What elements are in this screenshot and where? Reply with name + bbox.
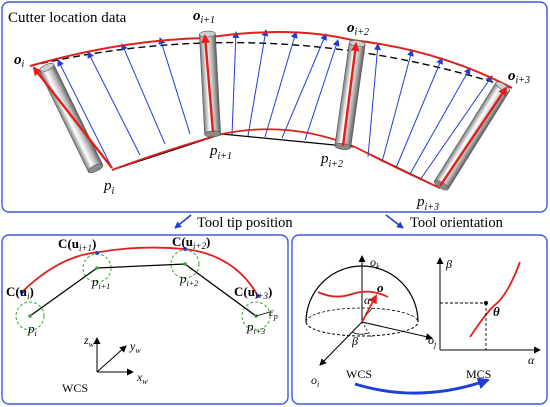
wcs-to-mcs-arrow xyxy=(354,377,490,395)
beta-arc xyxy=(351,331,369,335)
label-o-i-axis: oi xyxy=(311,373,319,389)
tool-orientation-curve-red xyxy=(29,30,513,89)
label-C-u-i: C(ui) xyxy=(6,284,34,301)
bottom-right-panel-frame xyxy=(291,234,548,405)
mcs-theta-point xyxy=(484,301,488,305)
label-z-w: zw xyxy=(83,333,95,349)
tool-tip-curve-red xyxy=(111,128,441,189)
mcs-orientation-curve xyxy=(469,261,521,338)
projection-line xyxy=(361,321,373,339)
label-o-j-axis: oj xyxy=(428,333,437,349)
label-o-k: ok xyxy=(370,255,380,271)
wcs-axes xyxy=(93,337,134,376)
orientation-curve-on-sphere xyxy=(317,290,389,298)
label-y-w: yw xyxy=(129,339,141,355)
arrow-to-tool-orientation xyxy=(385,214,404,229)
label-bl-p-i+2: pi+2 xyxy=(179,271,198,288)
fitted-curve-red xyxy=(21,246,259,297)
tool-tip-points-polyline xyxy=(29,263,257,317)
caption-tool-tip-position: Tool tip position xyxy=(197,215,293,231)
curve-points xyxy=(20,247,260,298)
label-epsilon-p: εp xyxy=(269,305,278,321)
mcs-axes xyxy=(436,257,541,354)
label-alpha-axis: α xyxy=(528,353,535,367)
label-wcs-bl: WCS xyxy=(62,381,88,395)
epsilon-radius xyxy=(255,311,271,317)
arrow-to-tool-tip xyxy=(174,214,192,229)
cutter-tool-i xyxy=(32,62,113,174)
label-bl-p-i+3: pi+3 xyxy=(246,319,265,336)
caption-tool-orientation: Tool orientation xyxy=(410,215,504,231)
cutter-tool-i+1 xyxy=(199,30,221,138)
label-theta: θ xyxy=(493,304,500,319)
label-bl-p-i: pi xyxy=(27,321,37,338)
bottom-left-panel-frame xyxy=(1,234,289,405)
orientation-vector-o xyxy=(361,294,377,323)
label-o-i: oi xyxy=(14,52,25,70)
label-wcs-br: WCS xyxy=(346,367,372,381)
label-o-i+2: oi+2 xyxy=(347,20,369,38)
orientation-chord-dashed xyxy=(29,41,513,89)
label-C-u-i+3: C(ui+3) xyxy=(234,284,272,301)
tip-points xyxy=(28,262,258,318)
top-panel-title: Cutter location data xyxy=(8,10,127,26)
hemisphere-axes xyxy=(319,255,433,366)
cutter-tool-i+3 xyxy=(433,81,511,191)
label-bl-p-i+1: pi+1 xyxy=(91,274,110,291)
label-o-point: o xyxy=(377,280,384,295)
label-mcs: MCS xyxy=(466,367,491,381)
top-panel-frame xyxy=(1,1,548,213)
label-beta-angle: β xyxy=(351,334,358,348)
label-x-w: xw xyxy=(136,370,148,386)
label-C-u-i+1: C(ui+1) xyxy=(58,236,96,253)
label-p-i+1: pi+1 xyxy=(209,143,232,162)
label-alpha-angle: α xyxy=(364,293,371,307)
label-p-i: pi xyxy=(103,178,115,197)
tool-tip-polyline xyxy=(111,133,441,189)
label-p-i+3: pi+3 xyxy=(416,194,439,213)
tolerance-circles xyxy=(15,249,271,331)
label-o-i+1: oi+1 xyxy=(193,8,215,26)
orientation-vectors xyxy=(57,29,493,181)
label-p-i+2: pi+2 xyxy=(320,151,343,170)
label-beta-axis: β xyxy=(445,257,452,271)
label-C-u-i+2: C(ui+2) xyxy=(172,234,210,251)
label-o-i+3: oi+3 xyxy=(508,68,530,86)
alpha-arc xyxy=(365,307,373,315)
cutter-tool-i+2 xyxy=(334,40,366,150)
